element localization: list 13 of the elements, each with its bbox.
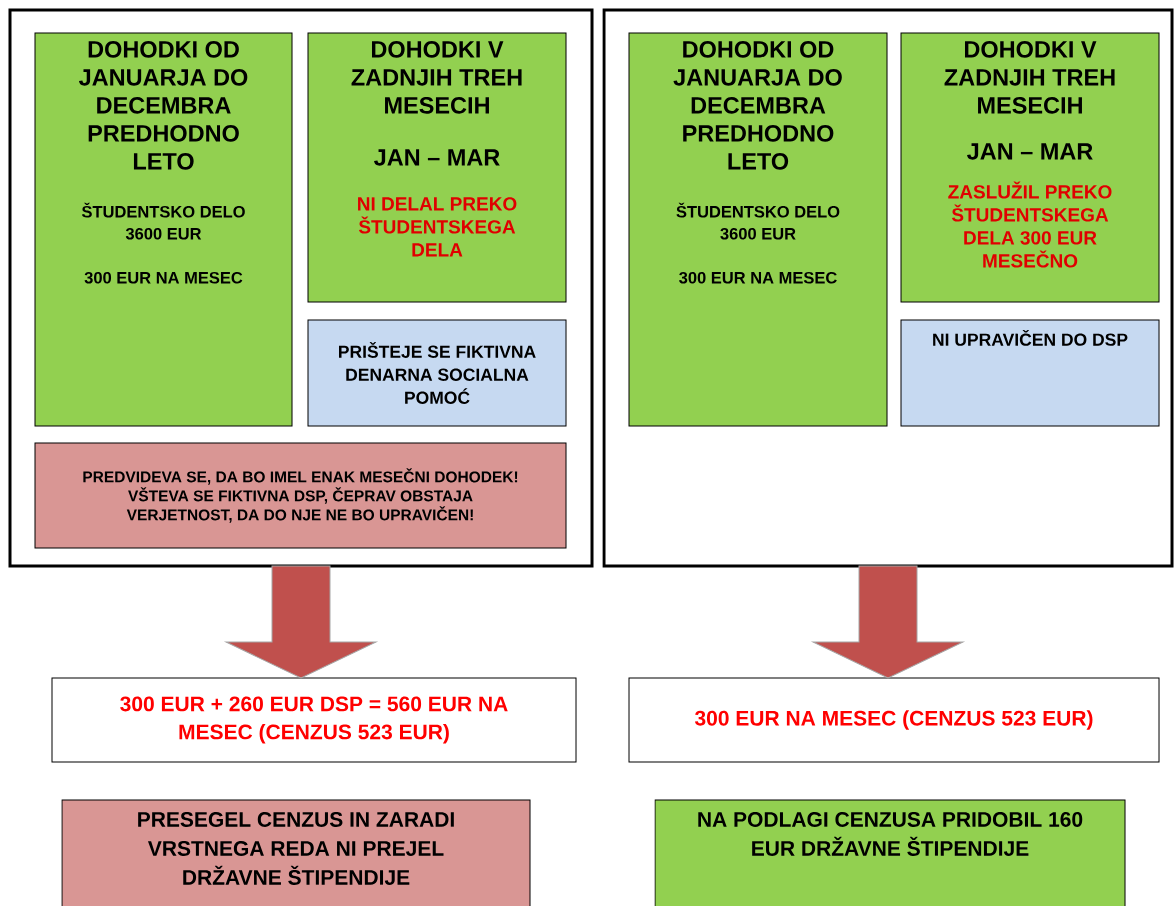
income-box: DOHODKI OD JANUARJA DO DECEMBRA PREDHODNO LETO ŠTUDENTSKO DELO 3600 EUR 300 EUR NA MESEC xyxy=(34,32,293,427)
outcome-box: NA PODLAGI CENZUSA PRIDOBIL 160 EUR DRŽAVNE ŠTIPENDIJE xyxy=(654,799,1126,906)
income-box: DOHODKI V ZADNJIH TREH MESECIH JAN – MAR NI DELAL PREKO ŠTUDENTSKEGA DELA xyxy=(307,32,567,303)
result-box: 300 EUR NA MESEC (CENZUS 523 EUR) xyxy=(628,677,1160,763)
result-box: 300 EUR + 260 EUR DSP = 560 EUR NA MESEC (CENZUS 523 EUR) xyxy=(51,677,577,763)
outcome-box: PRESEGEL CENZUS IN ZARADI VRSTNEGA REDA NI PREJEL DRŽAVNE ŠTIPENDIJE xyxy=(61,799,531,906)
block-arrow xyxy=(812,565,964,679)
income-box: DOHODKI OD JANUARJA DO DECEMBRA PREDHODNO LETO ŠTUDENTSKO DELO 3600 EUR 300 EUR NA MESEC xyxy=(628,32,888,427)
income-box: DOHODKI V ZADNJIH TREH MESECIH JAN – MAR ZASLUŽIL PREKO ŠTUDENTSKEGA DELA 300 EUR MESEČNO xyxy=(900,32,1160,303)
info-box: PRIŠTEJE SE FIKTIVNA DENARNA SOCIALNA POMOĆ xyxy=(307,319,567,427)
info-box: NI UPRAVIČEN DO DSP xyxy=(900,319,1160,427)
block-arrow xyxy=(225,565,377,679)
note-box: PREDVIDEVA SE, DA BO IMEL ENAK MESEČNI DOHODEK! VŠTEVA SE FIKTIVNA DSP, ČEPRAV OBSTAJA VERJETNOST, DA DO NJE NE BO UPRAVIČEN! xyxy=(34,442,567,549)
